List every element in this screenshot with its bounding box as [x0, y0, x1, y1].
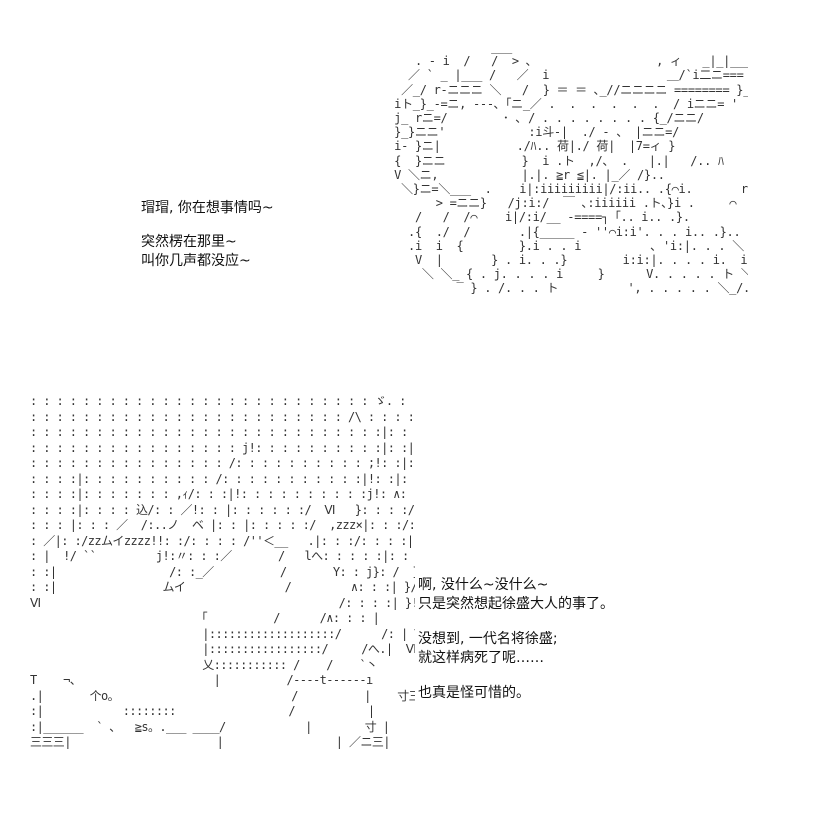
- speech-top-question: 瑁瑁, 你在想事情吗~: [141, 199, 274, 218]
- speech-line: 啊, 没什么~没什么~: [418, 577, 549, 593]
- speech-line: 叫你几声都没应~: [141, 253, 251, 269]
- speech-line: 就这样病死了呢……: [418, 650, 544, 666]
- speech-line: 突然楞在那里~: [141, 234, 237, 250]
- speech-top-remark: 突然楞在那里~ 叫你几声都没应~: [141, 233, 251, 271]
- speech-bottom-reply: 啊, 没什么~没什么~ 只是突然想起徐盛大人的事了。: [418, 576, 614, 614]
- speech-bottom-regret: 也真是怪可惜的。: [418, 684, 530, 703]
- speech-line: 也真是怪可惜的。: [418, 685, 530, 701]
- speech-line: 瑁瑁, 你在想事情吗~: [141, 200, 274, 216]
- speech-bottom-reflection: 没想到, 一代名将徐盛; 就这样病死了呢……: [418, 630, 558, 668]
- ascii-art-character-bun-hair: ___ ________ . - i / / > ､ , ィ _|_|___/ …: [394, 40, 748, 296]
- ascii-art-character-long-hair: : : : : : : : : : : : : : : : : : : : : …: [30, 394, 415, 749]
- speech-line: 只是突然想起徐盛大人的事了。: [418, 596, 614, 612]
- speech-line: 没想到, 一代名将徐盛;: [418, 631, 558, 647]
